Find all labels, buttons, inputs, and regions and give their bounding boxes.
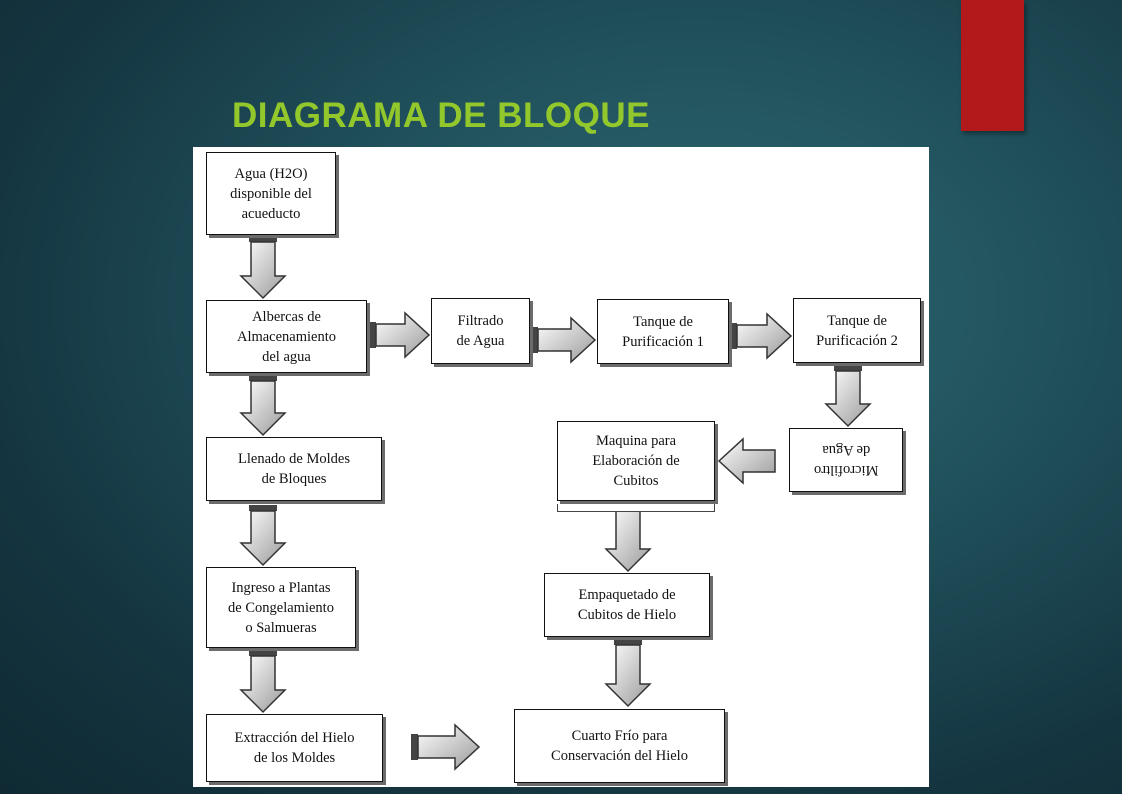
arrow-llenado-to-ingreso <box>239 510 287 567</box>
arrow-tanque1-to-tanque2 <box>736 312 793 360</box>
node-tanque-purificacion-2: Tanque de Purificación 2 <box>793 298 921 363</box>
block-diagram: Agua (H2O) disponible del acueducto Albe… <box>193 147 929 787</box>
node-agua-acueducto: Agua (H2O) disponible del acueducto <box>206 152 336 235</box>
arrow-filtrado-to-tanque1-joint <box>531 327 538 353</box>
arrow-filtrado-to-tanque1 <box>537 316 597 364</box>
node-microfiltro-agua: Microfiltro de Agua <box>789 428 903 492</box>
node-filtrado-agua: Filtrado de Agua <box>431 298 530 364</box>
arrow-albercas-to-filtrado-joint <box>369 322 376 348</box>
arrow-ingreso-to-extraccion <box>239 655 287 714</box>
arrow-albercas-to-llenado <box>239 380 287 437</box>
node-cuarto-frio: Cuarto Frío para Conservación del Hielo <box>514 709 725 783</box>
maquina-base-line <box>557 504 715 512</box>
flow-arrows <box>239 236 872 771</box>
arrow-microfiltro-to-maquina <box>717 437 776 485</box>
red-accent-tab <box>961 0 1024 131</box>
arrow-empaquetado-to-cuarto-joint <box>614 639 642 645</box>
slide-title: DIAGRAMA DE BLOQUE <box>232 96 650 135</box>
arrow-tanque1-to-tanque2-joint <box>730 323 737 349</box>
arrow-llenado-to-ingreso-joint <box>249 505 277 511</box>
node-ingreso-congelamiento: Ingreso a Plantas de Congelamiento o Sal… <box>206 567 356 648</box>
arrow-agua-to-albercas-joint <box>249 236 277 242</box>
arrow-agua-to-albercas <box>239 241 287 300</box>
node-empaquetado-cubitos: Empaquetado de Cubitos de Hielo <box>544 573 710 637</box>
node-albercas-almacenamiento: Albercas de Almacenamiento del agua <box>206 300 367 373</box>
node-extraccion-hielo: Extracción del Hielo de los Moldes <box>206 714 383 782</box>
arrow-extraccion-to-cuarto-joint <box>411 734 418 760</box>
microfiltro-label-rotated: Microfiltro de Agua <box>813 442 879 478</box>
arrow-maquina-to-empaquetado <box>604 510 652 573</box>
arrow-albercas-to-llenado-joint <box>249 375 277 381</box>
arrow-albercas-to-filtrado <box>375 311 431 359</box>
node-tanque-purificacion-1: Tanque de Purificación 1 <box>597 299 729 364</box>
arrow-extraccion-to-cuarto <box>417 723 481 771</box>
arrow-tanque2-to-microfiltro <box>824 370 872 428</box>
arrow-ingreso-to-extraccion-joint <box>249 650 277 656</box>
node-llenado-moldes: Llenado de Moldes de Bloques <box>206 437 382 501</box>
node-maquina-cubitos: Maquina para Elaboración de Cubitos <box>557 421 715 501</box>
arrow-empaquetado-to-cuarto <box>604 644 652 708</box>
arrow-tanque2-to-microfiltro-joint <box>834 365 862 371</box>
